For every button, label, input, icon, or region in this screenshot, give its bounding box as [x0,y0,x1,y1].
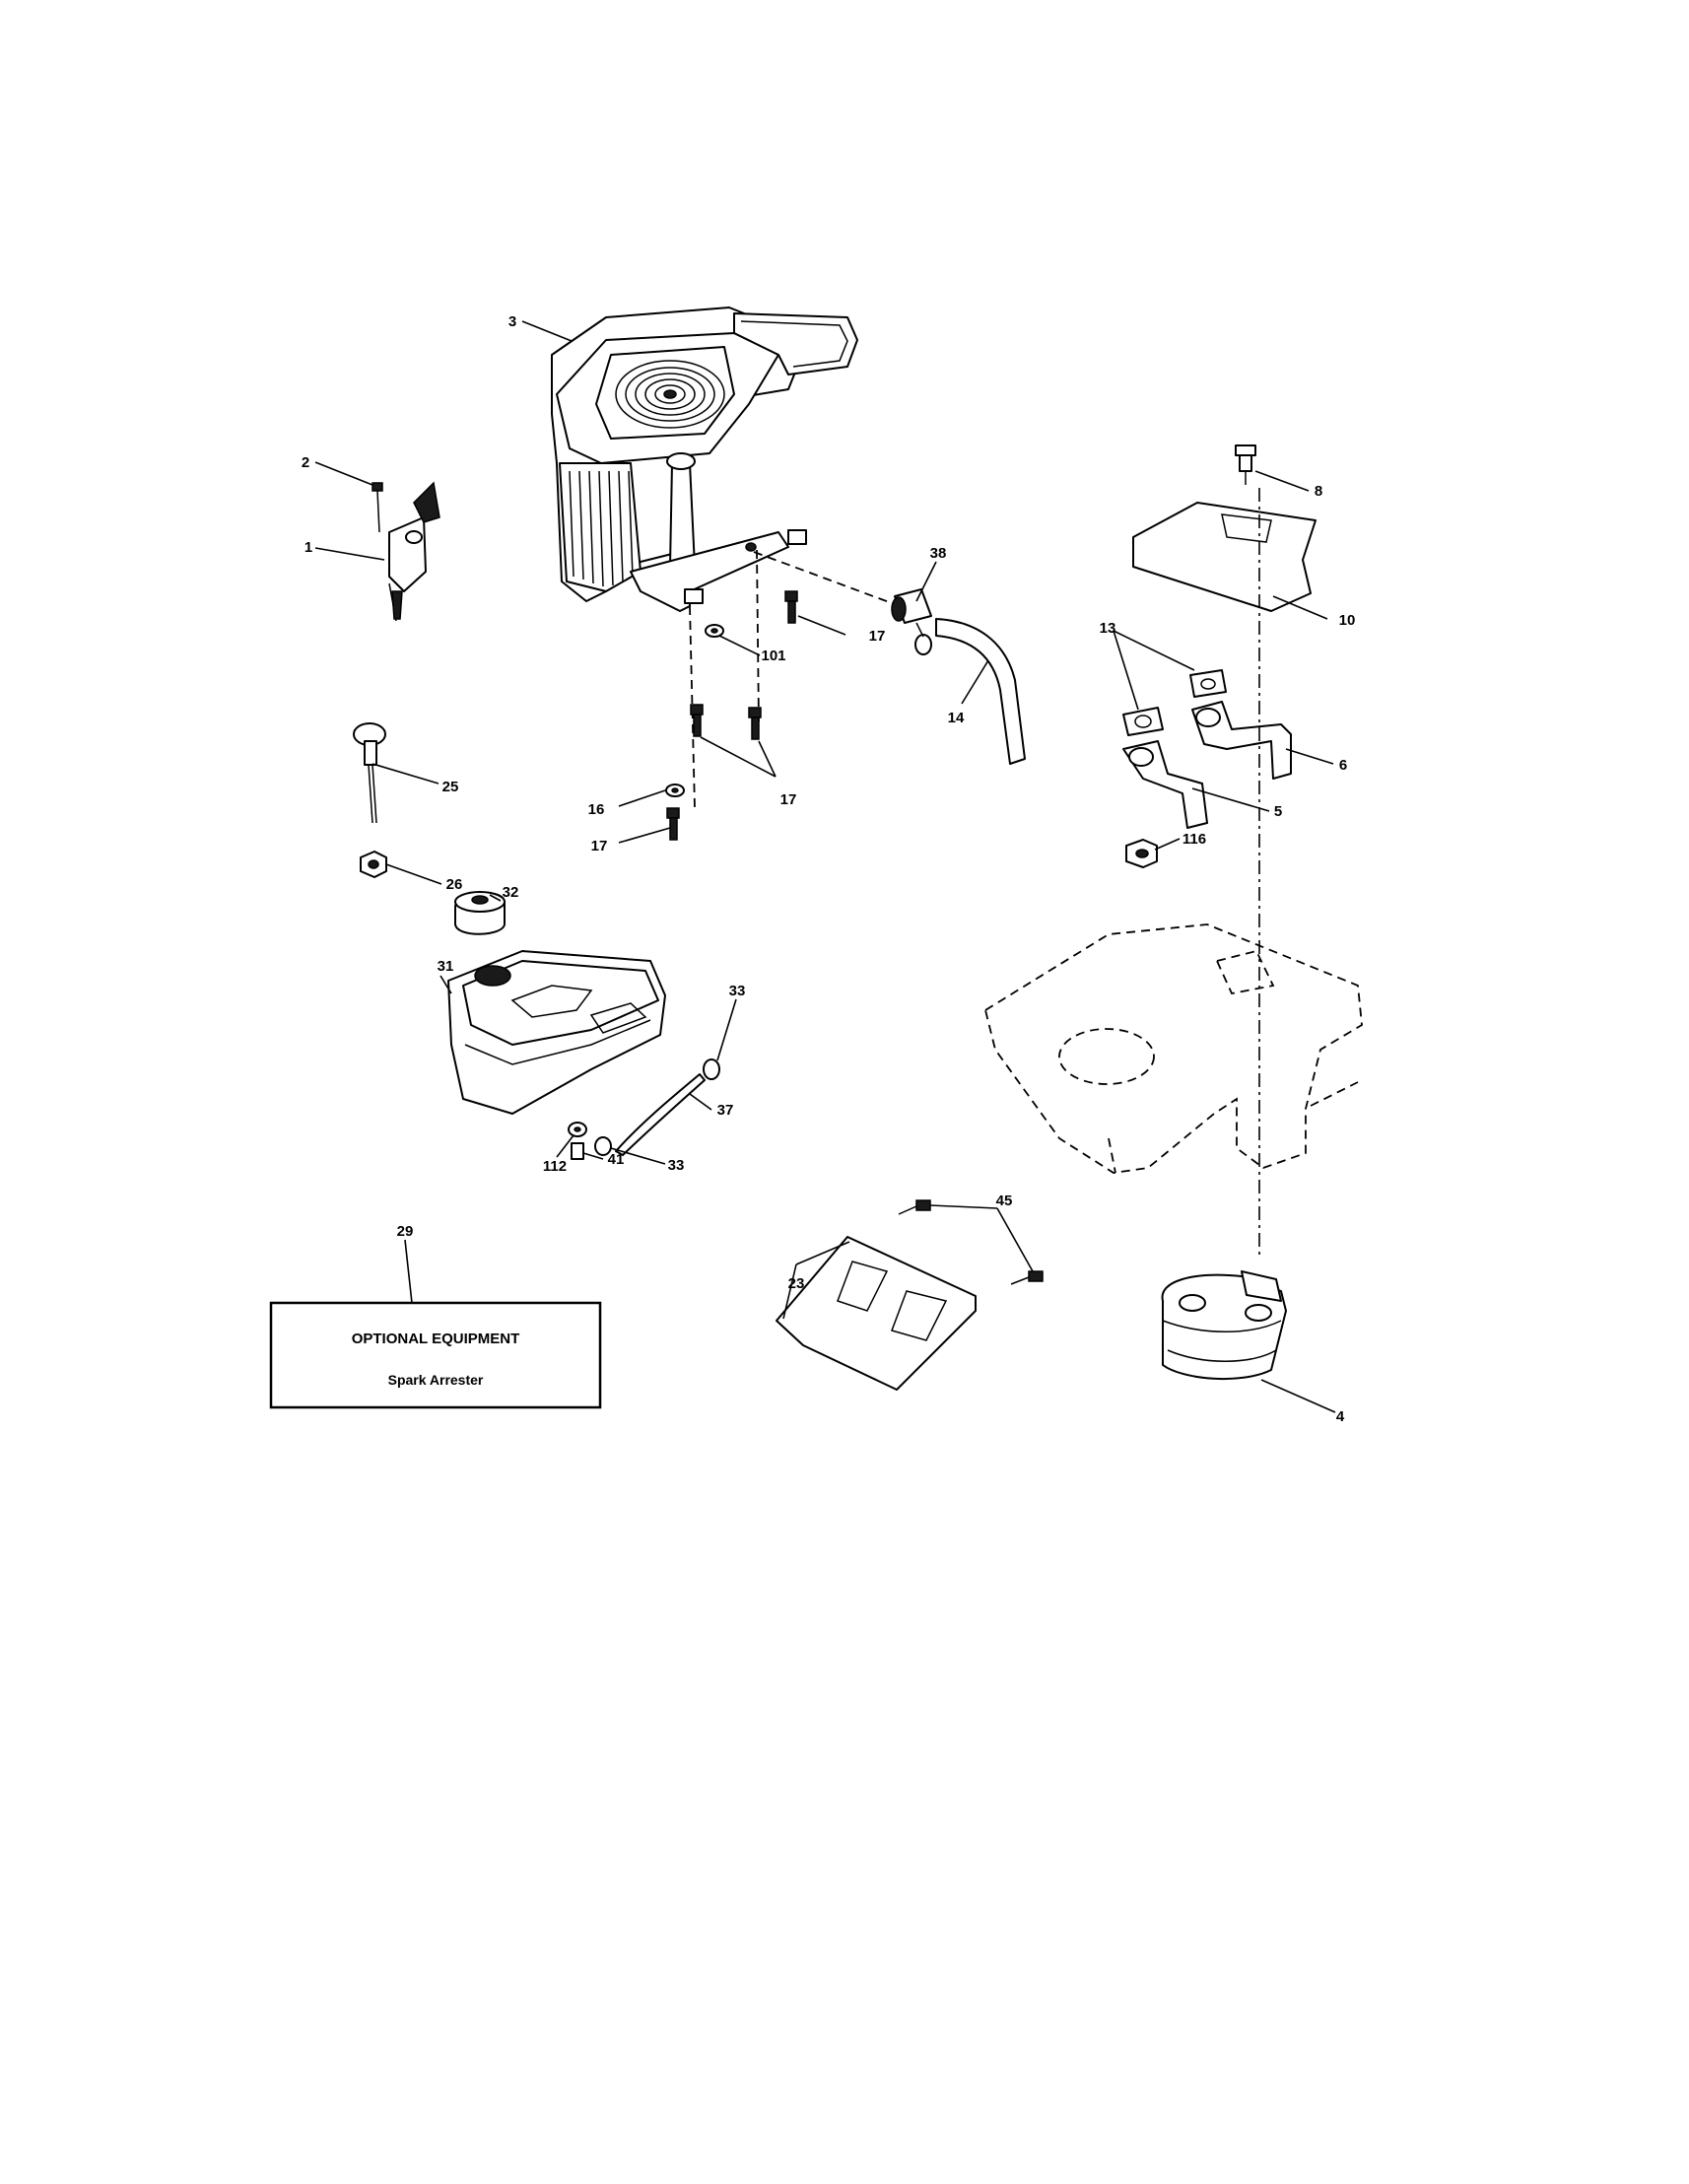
callout-8: 8 [1315,483,1322,500]
callout-41: 41 [608,1151,625,1168]
fitting-part-41 [571,1142,584,1160]
leader-lines [314,320,1336,1413]
gasket-part-13-b [1189,669,1227,698]
nut-part-116 [1125,839,1158,868]
fuel-tank-part-31 [447,950,666,1115]
callout-17-bottom: 17 [591,838,608,854]
bolt-part-17-b [690,704,704,737]
air-cleaner-cover [733,312,858,375]
heat-shield-part-10 [1132,502,1317,612]
callout-32: 32 [503,884,519,901]
callout-4: 4 [1336,1408,1345,1425]
clamp-part-33-b [594,1136,612,1156]
optional-equipment-title: OPTIONAL EQUIPMENT [352,1331,520,1347]
callout-116: 116 [1182,831,1206,848]
callout-6: 6 [1339,757,1347,774]
callout-26: 26 [446,876,463,893]
callout-31: 31 [438,958,454,975]
bolt-part-17-d [666,807,680,841]
callout-2: 2 [302,454,309,471]
exhaust-pipe-part-6 [1191,701,1292,780]
throttle-bracket-part-1 [388,481,440,622]
washer-part-101 [705,624,724,638]
fuel-connection-guide [753,551,893,604]
washer-part-16 [665,784,685,797]
flywheel-screen [595,346,735,440]
callout-5: 5 [1274,803,1282,820]
callout-38: 38 [930,545,947,562]
nut-part-26 [360,851,387,878]
bolt-part-45-a [898,1199,931,1215]
callout-16: 16 [588,801,605,818]
fuel-filter-part-38 [891,588,932,655]
callout-33-bottom: 33 [668,1157,685,1174]
gasket-part-13-a [1122,707,1164,736]
screw-part-2 [372,482,383,533]
exhaust-pipe-part-5 [1122,740,1208,829]
chassis-frame-outline [983,923,1363,1174]
callout-23: 23 [788,1275,805,1292]
engine-part-3 [551,307,858,612]
fuel-line-part-14 [935,618,1026,765]
callout-1: 1 [304,539,312,556]
mount-guide-left [689,605,696,809]
optional-equipment-box: OPTIONAL EQUIPMENT Spark Arrester [269,1301,602,1409]
bolt-part-17-c [748,707,762,740]
clamp-part-33-a [703,1058,720,1080]
deflector-plate-part-23 [776,1236,977,1391]
cylinder-fins [559,462,642,592]
bolt-part-8 [1235,444,1256,485]
callout-29: 29 [397,1223,414,1240]
muffler-part-4 [1161,1270,1287,1380]
callout-112: 112 [543,1158,567,1175]
bolt-part-45-b [1010,1270,1044,1285]
callout-10: 10 [1339,612,1356,629]
mount-guide-right [756,549,760,725]
callout-13: 13 [1100,620,1116,637]
grommet-part-112 [568,1122,587,1137]
callout-17-top: 17 [869,628,886,645]
callout-33-top: 33 [729,983,746,999]
fuel-line-part-37 [615,1073,706,1156]
callout-3: 3 [508,313,516,330]
callout-45: 45 [996,1193,1013,1209]
callout-25: 25 [442,779,459,795]
knob-cable-part-25 [353,722,386,824]
bolt-part-17-a [784,590,798,624]
spark-arrester-label: Spark Arrester [388,1372,484,1388]
callout-labels: 1 2 3 4 5 6 8 10 13 14 16 17 17 17 23 25… [302,313,1356,1425]
callout-37: 37 [717,1102,734,1119]
callout-101: 101 [761,648,785,664]
callout-14: 14 [948,710,965,726]
callout-17-mid: 17 [780,791,797,808]
